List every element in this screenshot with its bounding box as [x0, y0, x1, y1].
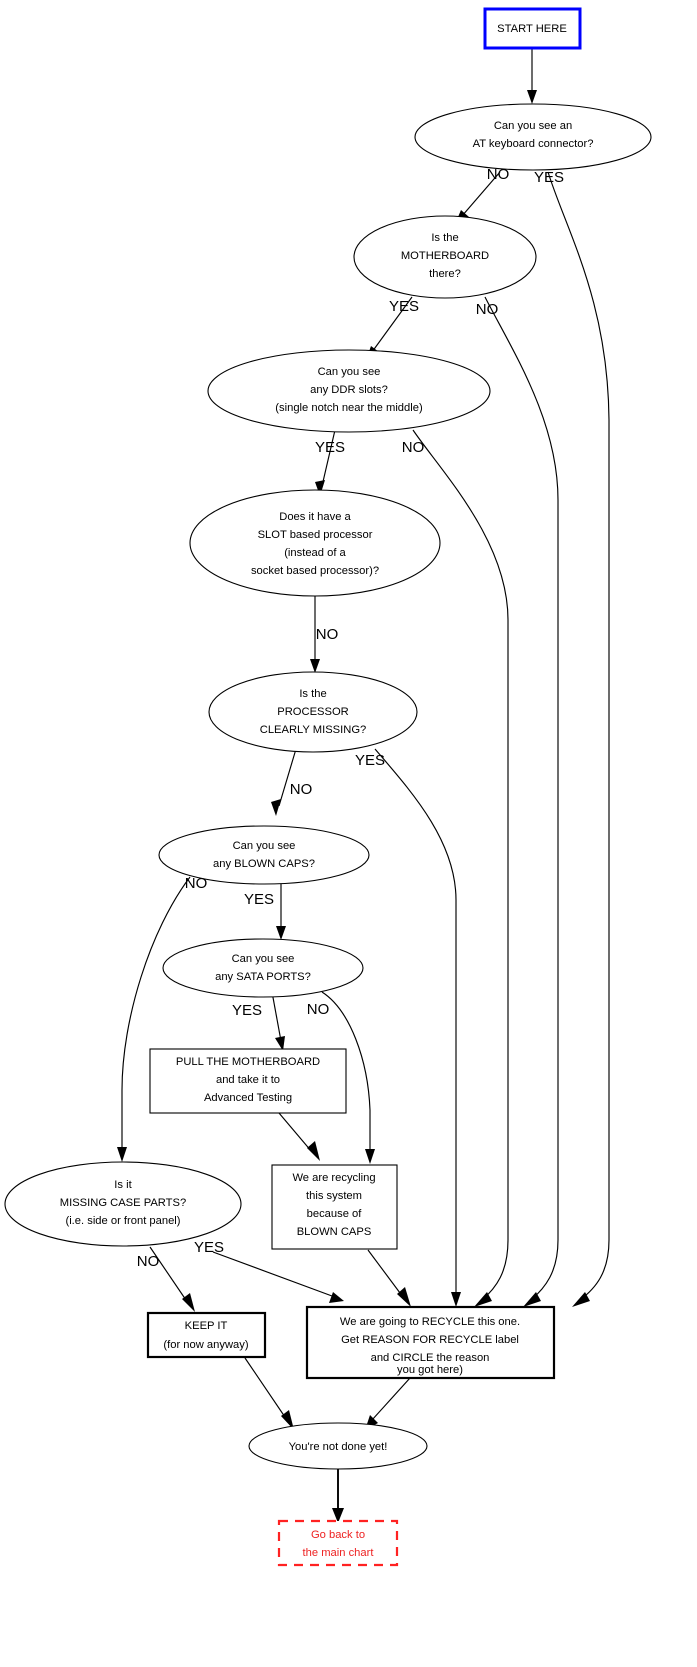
node-sata-ports[interactable]: Can you see any SATA PORTS?	[162, 938, 364, 998]
node-not-done-line1: You're not done yet!	[289, 1441, 388, 1453]
edge-label-motherboard-yes: YES	[389, 298, 419, 315]
node-cpu-missing-line3: CLEARLY MISSING?	[260, 724, 367, 736]
edge-label-cpu-missing-yes: YES	[355, 752, 385, 769]
node-pull-motherboard[interactable]: PULL THE MOTHERBOARD and take it to Adva…	[149, 1048, 347, 1114]
node-motherboard-line3: there?	[429, 268, 461, 280]
node-slot-cpu-line4: socket based processor)?	[251, 565, 379, 577]
node-go-back-line1: Go back to	[311, 1529, 365, 1541]
node-pull-mobo-line2: and take it to	[216, 1074, 280, 1086]
node-blown-caps-line1: Can you see	[233, 840, 296, 852]
edge-label-sata-yes: YES	[232, 1002, 262, 1019]
node-ddr-slots[interactable]: Can you see any DDR slots? (single notch…	[207, 349, 491, 433]
edge-at-keyboard-yes-to-recycle	[547, 171, 610, 1307]
edge-recycling-blown-caps-to-recycle	[367, 1249, 411, 1307]
node-recyc-caps-line2: this system	[306, 1190, 362, 1202]
node-cpu-missing-line1: Is the	[299, 688, 326, 700]
edge-label-blown-caps-yes: YES	[244, 891, 274, 908]
node-ddr-line3: (single notch near the middle)	[275, 402, 423, 414]
edge-start-to-at-keyboard	[527, 49, 537, 104]
edge-label-at-keyboard-no: NO	[487, 166, 510, 183]
node-blown-caps[interactable]: Can you see any BLOWN CAPS?	[158, 825, 370, 885]
node-case-parts-line3: (i.e. side or front panel)	[65, 1215, 180, 1227]
node-recyc-caps-line4: BLOWN CAPS	[297, 1226, 372, 1238]
node-pull-mobo-line3: Advanced Testing	[204, 1092, 292, 1104]
edge-keep-it-to-not-done	[244, 1357, 294, 1430]
node-case-parts-line2: MISSING CASE PARTS?	[60, 1197, 186, 1209]
node-recyc-caps-line1: We are recycling	[292, 1172, 375, 1184]
node-at-keyboard-line1: Can you see an	[494, 120, 572, 132]
edge-slot-processor-no-to-processor-missing	[310, 596, 320, 673]
node-sata-line1: Can you see	[232, 953, 295, 965]
node-recycle-line4: you got here)	[397, 1364, 463, 1376]
node-cpu-missing-line2: PROCESSOR	[277, 706, 349, 718]
node-recycle-line1: We are going to RECYCLE this one.	[340, 1316, 520, 1328]
node-slot-cpu-line3: (instead of a	[284, 547, 346, 559]
node-sata-line2: any SATA PORTS?	[215, 971, 311, 983]
node-recycling-blown-caps[interactable]: We are recycling this system because of …	[271, 1164, 398, 1250]
node-ddr-line1: Can you see	[318, 366, 381, 378]
node-keep-it-line1: KEEP IT	[185, 1320, 228, 1332]
node-motherboard-line1: Is the	[431, 232, 458, 244]
edge-label-case-parts-no: NO	[137, 1253, 160, 1270]
node-slot-cpu-line2: SLOT based processor	[258, 529, 373, 541]
edge-missing-case-parts-yes-to-recycle	[212, 1251, 344, 1303]
edge-label-at-keyboard-yes: YES	[534, 169, 564, 186]
node-ddr-line2: any DDR slots?	[310, 384, 388, 396]
edge-label-ddr-yes: YES	[315, 439, 345, 456]
node-recycle-line3: and CIRCLE the reason	[371, 1352, 490, 1364]
edge-sata-yes-to-pull-motherboard	[271, 991, 285, 1051]
edge-pull-motherboard-to-recycling-blown-caps	[278, 1112, 320, 1161]
edge-processor-missing-yes-to-recycle	[374, 748, 461, 1307]
edge-blown-caps-yes-to-sata	[276, 877, 286, 940]
edge-label-cpu-missing-no: NO	[290, 781, 313, 798]
node-keep-it[interactable]: KEEP IT (for now anyway)	[146, 1311, 267, 1359]
edge-missing-case-parts-no-to-keep-it	[149, 1246, 195, 1312]
node-motherboard-there[interactable]: Is the MOTHERBOARD there?	[353, 215, 537, 299]
node-recycle-this-one[interactable]: We are going to RECYCLE this one. Get RE…	[305, 1305, 556, 1380]
node-at-keyboard-connector[interactable]: Can you see an AT keyboard connector?	[414, 103, 652, 171]
edge-processor-missing-no-to-blown-caps	[271, 748, 297, 816]
node-not-done-yet[interactable]: You're not done yet!	[248, 1422, 428, 1470]
edge-ddr-yes-to-slot-processor	[315, 429, 336, 496]
node-recycle-line2: Get REASON FOR RECYCLE label	[341, 1334, 519, 1346]
edge-label-ddr-no: NO	[402, 439, 425, 456]
node-missing-case-parts[interactable]: Is it MISSING CASE PARTS? (i.e. side or …	[4, 1161, 242, 1247]
node-recyc-caps-line3: because of	[307, 1208, 363, 1220]
node-case-parts-line1: Is it	[114, 1179, 132, 1191]
node-at-keyboard-line2: AT keyboard connector?	[473, 138, 594, 150]
edge-blown-caps-no-to-missing-case-parts	[117, 876, 191, 1162]
edge-label-sata-no: NO	[307, 1001, 330, 1018]
edge-ddr-no-to-recycle	[412, 429, 509, 1307]
node-go-back-main-chart[interactable]: Go back to the main chart	[277, 1519, 399, 1567]
edge-sata-no-to-recycling-blown-caps	[321, 991, 375, 1164]
node-motherboard-line2: MOTHERBOARD	[401, 250, 489, 262]
node-go-back-line2: the main chart	[303, 1547, 375, 1559]
edge-motherboard-no-to-recycle	[484, 296, 559, 1307]
edge-label-case-parts-yes: YES	[194, 1239, 224, 1256]
node-pull-mobo-line1: PULL THE MOTHERBOARD	[176, 1056, 320, 1068]
node-blown-caps-line2: any BLOWN CAPS?	[213, 858, 315, 870]
node-start-here[interactable]: START HERE	[483, 7, 582, 50]
node-start-here-line1: START HERE	[497, 23, 567, 35]
node-slot-based-processor[interactable]: Does it have a SLOT based processor (ins…	[189, 489, 441, 597]
edge-not-done-to-go-back	[332, 1465, 344, 1523]
edge-label-slot-cpu-no: NO	[316, 626, 339, 643]
node-keep-it-line2: (for now anyway)	[163, 1339, 248, 1351]
edge-recycle-to-not-done	[365, 1377, 411, 1430]
node-slot-cpu-line1: Does it have a	[279, 511, 351, 523]
node-processor-clearly-missing[interactable]: Is the PROCESSOR CLEARLY MISSING?	[208, 671, 418, 753]
edge-label-motherboard-no: NO	[476, 301, 499, 318]
edge-label-blown-caps-no: NO	[185, 875, 208, 892]
